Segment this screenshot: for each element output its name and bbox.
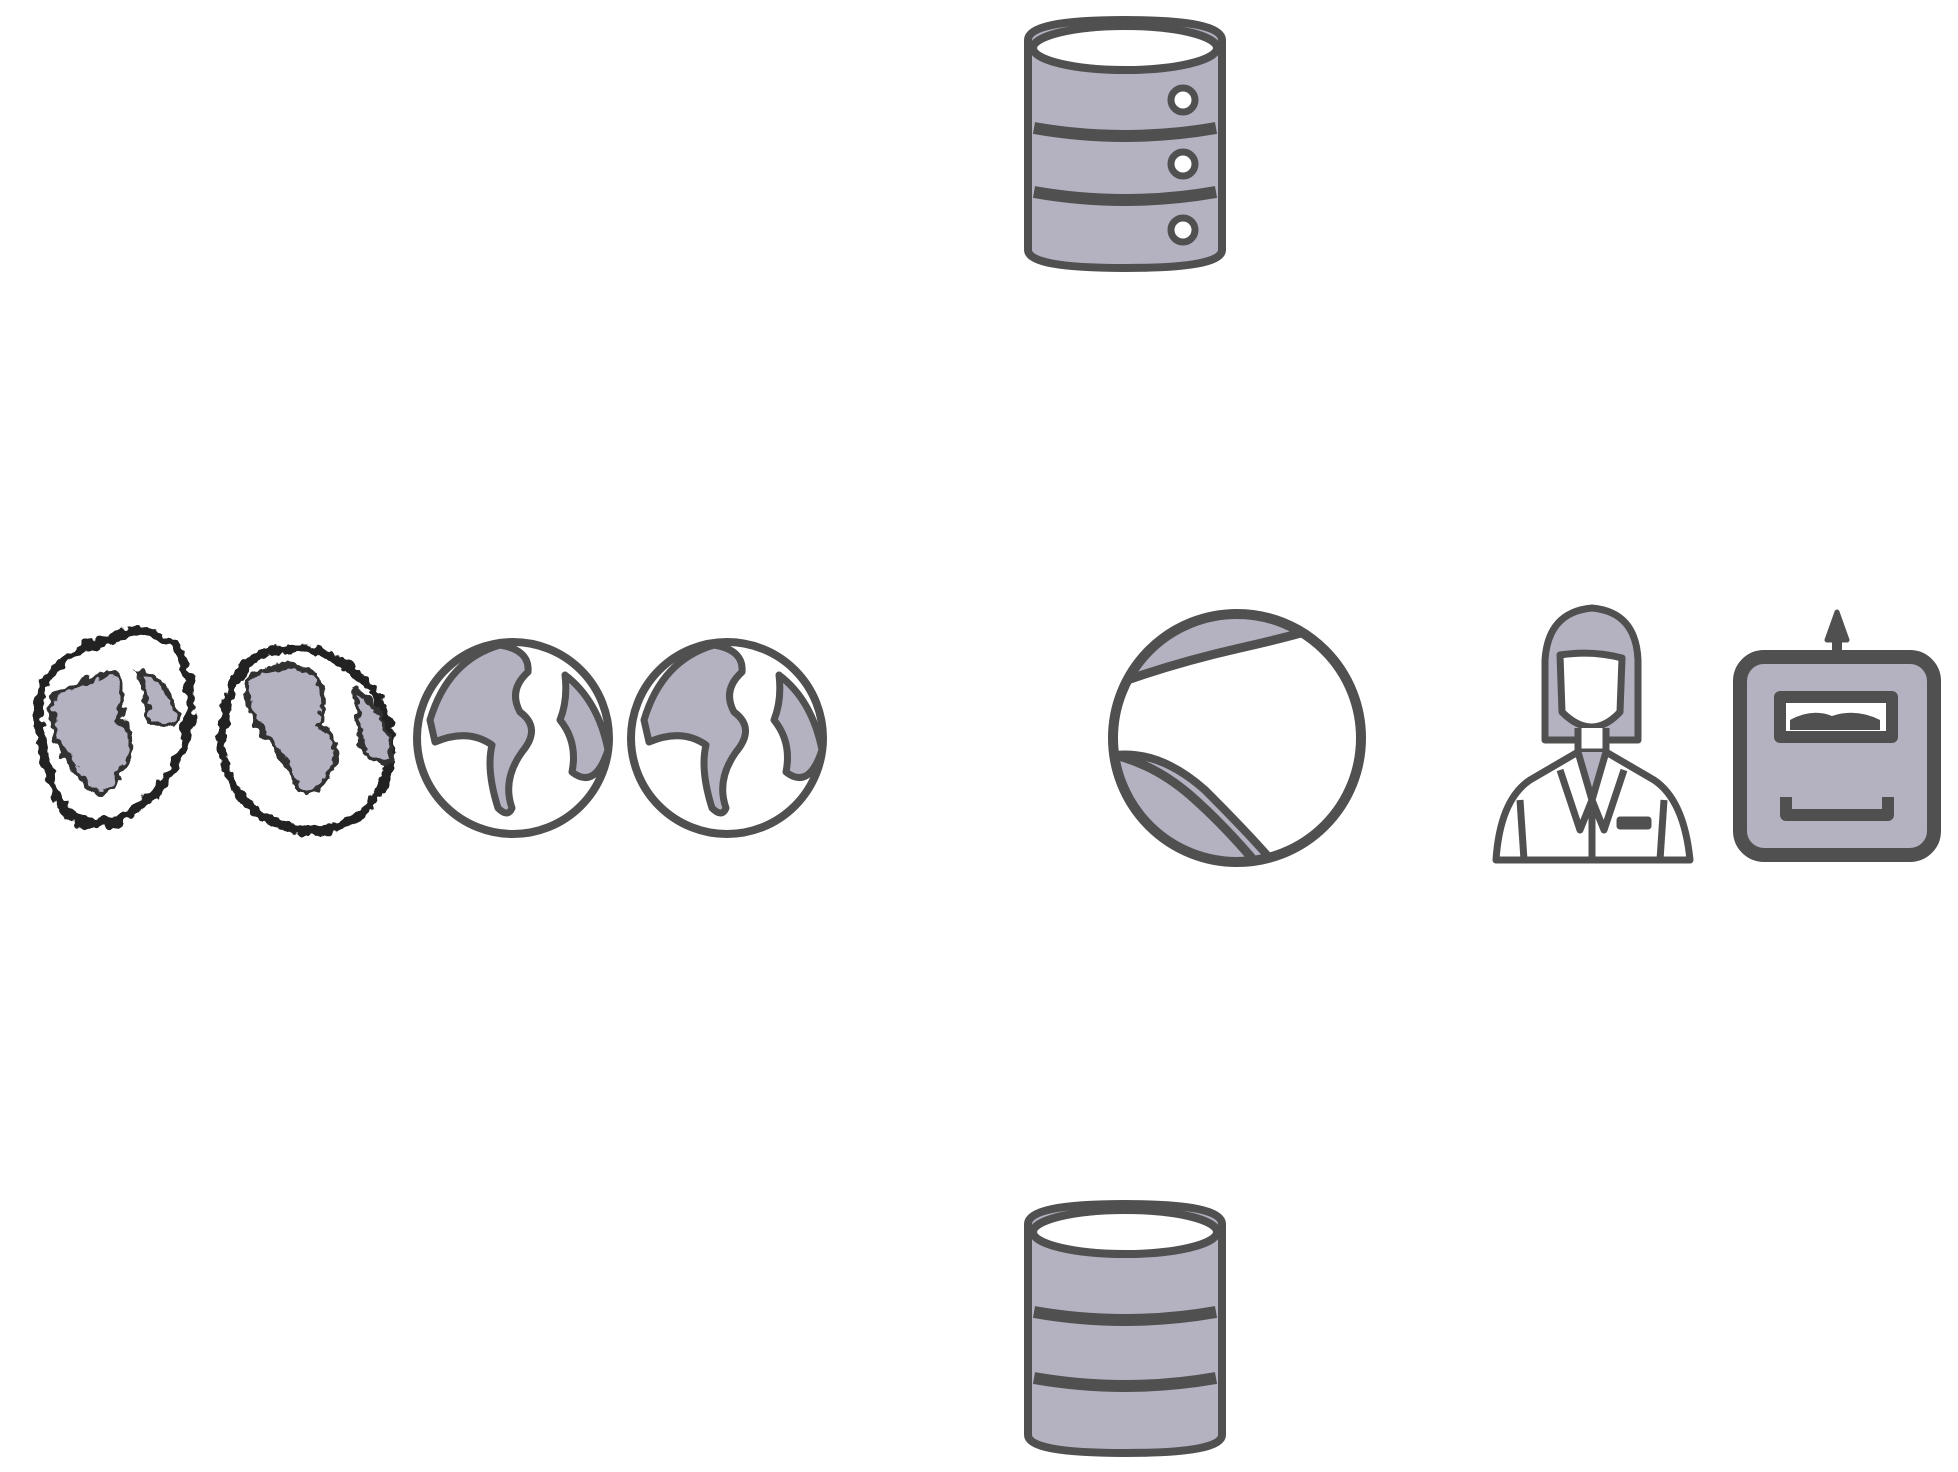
female-scientist-icon bbox=[1492, 604, 1694, 864]
globe-icon-4 bbox=[627, 638, 827, 838]
globe-icon-2 bbox=[216, 643, 396, 835]
database-top-icon bbox=[1024, 16, 1226, 272]
globe-icon-3 bbox=[413, 638, 613, 838]
robot-icon bbox=[1733, 609, 1941, 862]
database-bottom-icon bbox=[1024, 1200, 1226, 1457]
planet-sphere-icon bbox=[1108, 609, 1366, 867]
globe-icon-1 bbox=[34, 626, 196, 829]
